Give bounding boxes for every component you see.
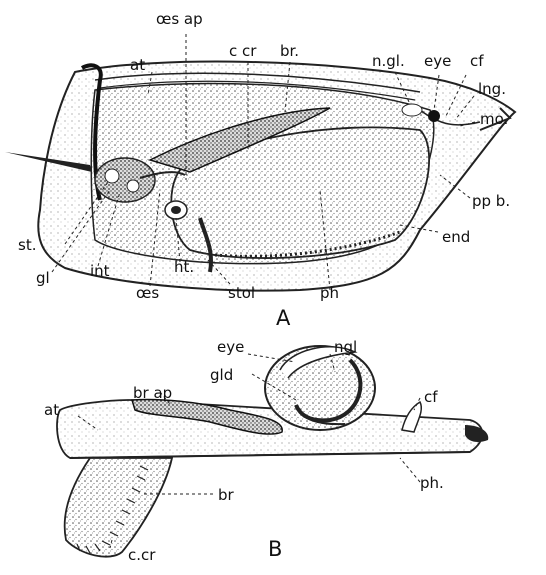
label-b-at: at [44, 401, 59, 419]
label-a-end: end [442, 228, 470, 246]
label-a-br: br. [280, 42, 299, 60]
label-a-stol: stol [228, 284, 255, 302]
label-a-c-cr: c cr [229, 42, 257, 60]
label-a-eye: eye [424, 52, 451, 70]
atrial-flap [65, 458, 172, 557]
label-a-lng: lng. [478, 80, 506, 98]
label-a-int: int [90, 262, 110, 280]
eye-a [428, 110, 440, 122]
panel-letter-a: A [276, 306, 291, 330]
label-a-ht: ht. [174, 258, 194, 276]
label-a-ph: ph [320, 284, 339, 302]
label-a-oes: œs [136, 284, 159, 302]
label-a-mo: mo. [480, 110, 508, 128]
label-a-cf: cf [470, 52, 484, 70]
label-a-at: at [130, 56, 145, 74]
label-b-br-ap: br ap [133, 384, 172, 402]
label-b-br: br [218, 486, 235, 504]
label-a-oes-ap: œs ap [156, 10, 203, 28]
figure-a: œs ap at c cr br. n.gl. eye cf lng. mo. … [5, 10, 515, 330]
label-a-st: st. [18, 236, 36, 254]
label-b-cf: cf [424, 388, 438, 406]
label-b-ngl: ngl [334, 338, 357, 356]
label-a-n-gl: n.gl. [372, 52, 405, 70]
label-a-pp-b: pp b. [472, 192, 510, 210]
label-b-c-cr: c.cr [128, 546, 156, 564]
figure-b: eye ngl gld br ap cf at br ph. c.cr B [44, 338, 488, 564]
label-b-eye: eye [217, 338, 244, 356]
neural-gland-a [402, 104, 422, 116]
label-b-gld: gld [210, 366, 233, 384]
label-a-gl: gl [36, 269, 50, 287]
panel-letter-b: B [268, 537, 282, 561]
label-b-ph: ph. [420, 474, 444, 492]
stomach [95, 158, 155, 202]
